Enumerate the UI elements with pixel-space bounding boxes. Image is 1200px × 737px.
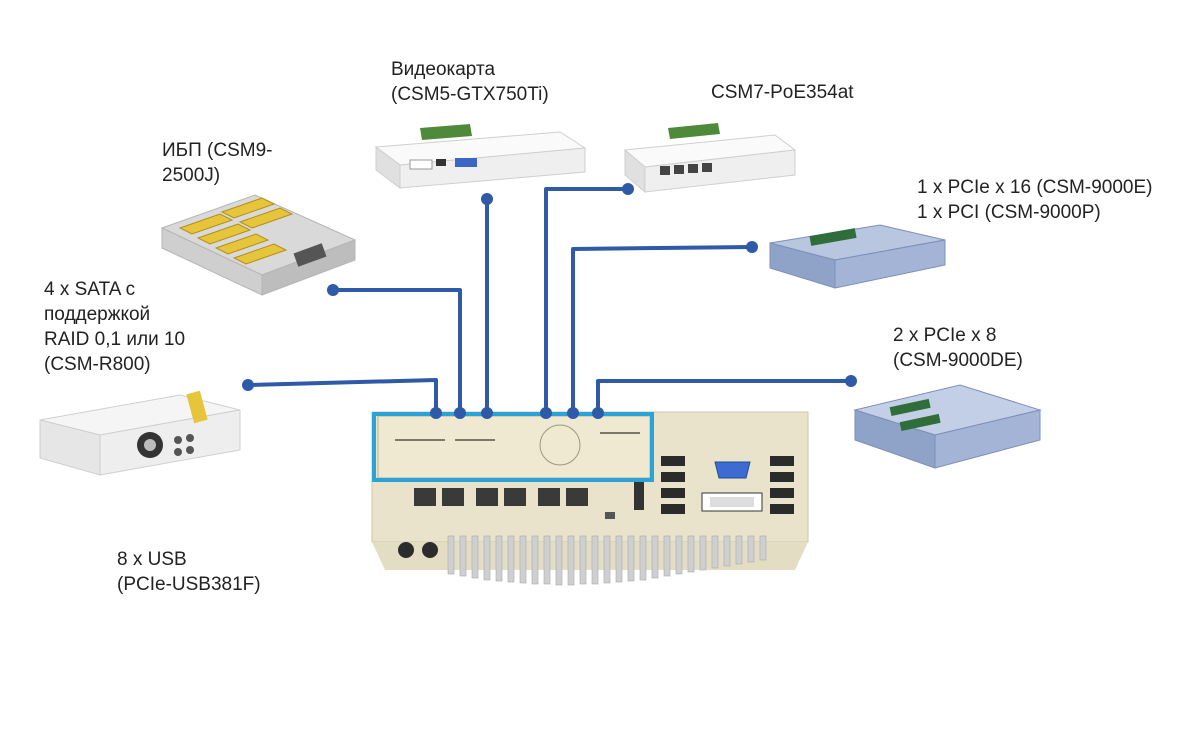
- connector-dot-pcie16: [746, 241, 758, 253]
- connector-line-pcie16: [571, 245, 753, 413]
- chassis-dot-pcie16: [567, 407, 579, 419]
- chassis-dot-ups: [454, 407, 466, 419]
- connector-line-poe: [544, 187, 628, 413]
- pcie8-module-image: [853, 384, 1042, 469]
- heatsink-fins: [447, 535, 767, 586]
- ups-module-image: [160, 194, 357, 296]
- connector-dot-sata: [242, 379, 254, 391]
- chassis-dot-pcie8: [592, 407, 604, 419]
- gpu-module-label: Видеокарта (CSM5-GTX750Ti): [391, 59, 549, 105]
- chassis-dot-poe: [540, 407, 552, 419]
- gpu-module-image: [374, 124, 587, 189]
- chassis-dot-sata: [430, 407, 442, 419]
- pcie8-module-label: 2 x PCIe x 8 (CSM-9000DE): [893, 325, 1023, 371]
- chassis-dot-gpu: [481, 407, 493, 419]
- usb-module-label: 8 x USB (PCIe-USB381F): [117, 549, 261, 595]
- expansion-bay-highlight: [372, 412, 654, 482]
- connector-line-sata: [247, 378, 438, 413]
- pcie16-module-label: 1 x PCIe x 16 (CSM-9000E) 1 x PCI (CSM-9…: [917, 177, 1153, 223]
- sata-module-image: [39, 390, 241, 476]
- ups-module-label: ИБП (CSM9- 2500J): [162, 140, 273, 186]
- poe-module-label: CSM7-PoE354at: [711, 82, 854, 103]
- connector-dot-gpu: [481, 193, 493, 205]
- main-computer-chassis: [371, 411, 809, 586]
- connector-line-pcie8: [596, 379, 851, 413]
- connector-dot-pcie8: [845, 375, 857, 387]
- connector-dot-ups: [327, 284, 339, 296]
- sata-module-label: 4 x SATA с поддержкой RAID 0,1 или 10 (C…: [44, 279, 186, 375]
- usb-ports: [661, 456, 794, 514]
- connector-line-ups: [333, 288, 462, 413]
- connector-dot-poe: [622, 183, 634, 195]
- ethernet-ports: [414, 488, 588, 506]
- poe-module-image: [623, 123, 797, 194]
- pcie16-module-image: [769, 224, 946, 289]
